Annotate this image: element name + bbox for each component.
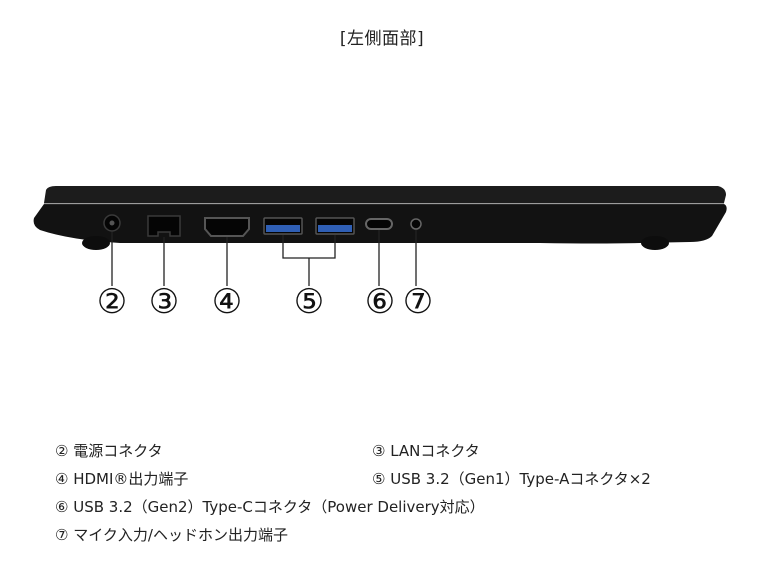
callout-4: ④ xyxy=(212,282,242,322)
usb-a-port-1 xyxy=(263,217,303,235)
usb-c-port xyxy=(365,218,393,230)
legend-item-power: ② 電源コネクタ xyxy=(55,442,163,460)
laptop-lid xyxy=(44,186,726,203)
callout-6: ⑥ xyxy=(365,282,395,322)
legend-item-usb-a: ⑤ USB 3.2（Gen1）Type-Aコネクタ×2 xyxy=(372,470,651,488)
lan-port xyxy=(147,215,181,237)
diagram-title: [左側面部] xyxy=(339,29,425,49)
legend-item-usb-c: ⑥ USB 3.2（Gen2）Type-Cコネクタ（Power Delivery… xyxy=(55,498,485,516)
callout-5: ⑤ xyxy=(294,282,324,322)
foot-right xyxy=(641,236,669,250)
usb-a-port-2 xyxy=(315,217,355,235)
legend-item-hdmi: ④ HDMI®出力端子 xyxy=(55,470,189,488)
callout-7: ⑦ xyxy=(403,282,433,322)
power-port xyxy=(103,214,121,232)
legend-item-lan: ③ LANコネクタ xyxy=(372,442,480,460)
legend-item-audio: ⑦ マイク入力/ヘッドホン出力端子 xyxy=(55,526,288,544)
callout-3: ③ xyxy=(149,282,179,322)
leader-lines xyxy=(111,230,417,286)
foot-left xyxy=(82,236,110,250)
audio-jack xyxy=(410,218,422,230)
hdmi-port xyxy=(204,217,250,237)
callout-2: ② xyxy=(97,282,127,322)
